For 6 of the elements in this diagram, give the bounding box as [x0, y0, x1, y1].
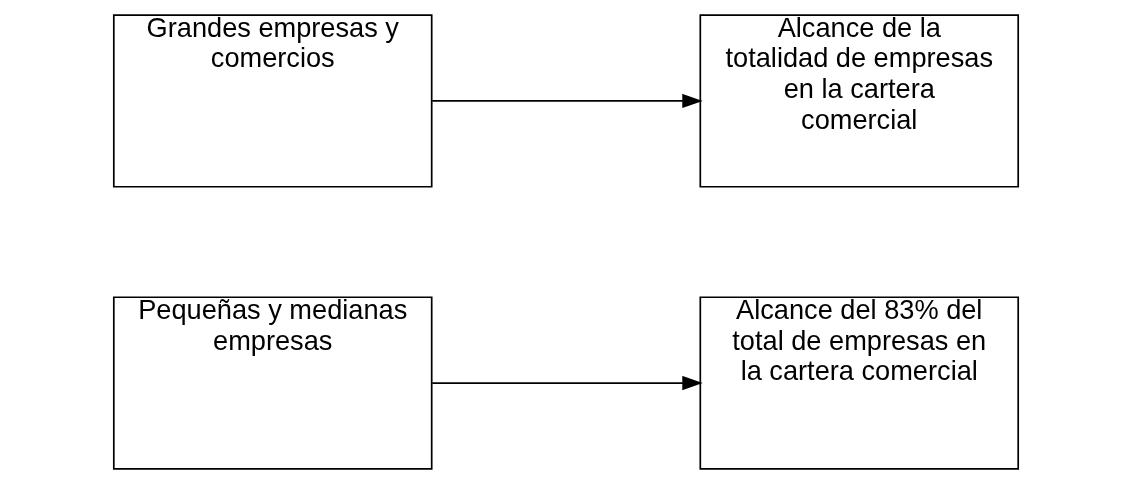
node-box: Pequeñas y medianas empresas	[112, 296, 433, 470]
node-box: Grandes empresas y comercios	[112, 14, 433, 188]
arrow	[431, 93, 703, 109]
node-box: Alcance de la totalidad de empresas en la cartera comercial	[699, 14, 1020, 188]
arrow	[431, 375, 703, 391]
node-box: Alcance del 83% del total de empresas en la cartera comercial	[699, 296, 1020, 470]
